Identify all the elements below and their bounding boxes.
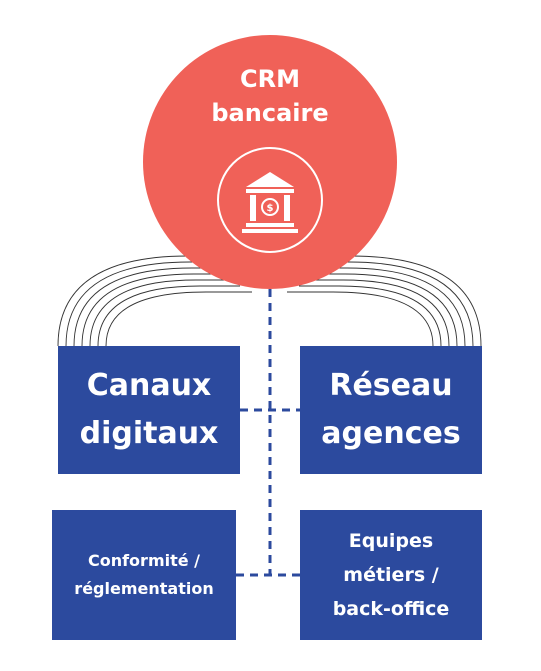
dashed-connectors: [236, 289, 300, 577]
crm-title: CRM bancaire: [211, 65, 329, 127]
left-line-bundle: [57, 255, 252, 347]
box-equipes-metiers: Equipes métiers / back-office: [300, 510, 482, 640]
crm-circle: [143, 35, 397, 289]
box-conformite: Conformité / réglementation: [52, 510, 236, 640]
bank-icon: $: [217, 147, 323, 253]
svg-text:$: $: [267, 203, 274, 214]
box-canaux-digitaux: Canaux digitaux: [58, 346, 240, 474]
box-reseau-agences: Réseau agences: [300, 346, 482, 474]
right-line-bundle: [287, 255, 482, 347]
